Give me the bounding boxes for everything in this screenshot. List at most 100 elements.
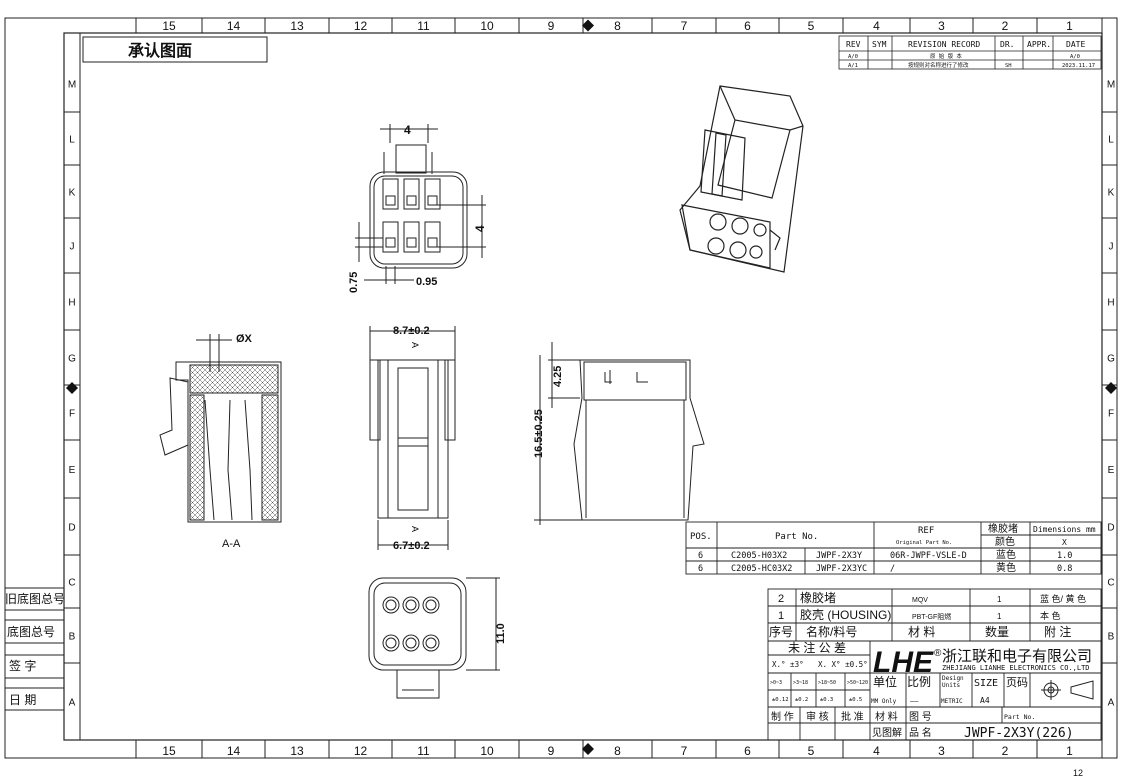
bom-header-mat: 材 料 bbox=[908, 625, 935, 639]
section-view bbox=[159, 334, 282, 523]
parts-header-ref: REF bbox=[918, 526, 934, 536]
grid-row-label: L bbox=[69, 135, 75, 146]
see-label: 见图解 bbox=[872, 726, 902, 739]
grid-row-label: G bbox=[68, 354, 76, 365]
top-view bbox=[534, 342, 705, 525]
rev-row2-rev: A/1 bbox=[848, 63, 858, 69]
bom-cell: 胶壳 (HOUSING) bbox=[800, 607, 891, 622]
rev-header-sym: SYM bbox=[872, 40, 887, 49]
revision-table bbox=[838, 35, 1102, 70]
side-label-base: 底图总号 bbox=[7, 624, 55, 639]
rev-header-appr: APPR. bbox=[1027, 40, 1051, 49]
tol-range: >50~120 bbox=[847, 680, 868, 686]
rev-header-record: REVISION RECORD bbox=[908, 40, 980, 49]
grid-row-label: K bbox=[1108, 188, 1115, 199]
bom-cell: 1 bbox=[997, 595, 1002, 604]
tol-range: >3~18 bbox=[793, 680, 808, 686]
rear-view bbox=[368, 577, 500, 699]
grid-col-label: 11 bbox=[417, 744, 430, 758]
scale-dash: —— bbox=[910, 697, 919, 705]
grid-col-label: 4 bbox=[873, 744, 880, 758]
grid-col-label: 1 bbox=[1066, 19, 1073, 33]
grid-col-label: 6 bbox=[744, 19, 751, 33]
side-label-old-base: 旧底图总号 bbox=[5, 591, 65, 606]
company-logo: LHE bbox=[873, 646, 934, 679]
grid-col-label: 13 bbox=[290, 744, 304, 758]
dim-h425: 4.25 bbox=[552, 366, 564, 387]
tol-value: ±0.3 bbox=[820, 697, 833, 703]
grid-col-label: 10 bbox=[480, 19, 494, 33]
sign-approve: 批 准 bbox=[841, 710, 864, 723]
tol-title: 未 注 公 差 bbox=[788, 640, 846, 655]
dim-phi: ØX bbox=[236, 333, 253, 345]
parts-table bbox=[685, 521, 1102, 575]
tol-value: ±0.12 bbox=[772, 697, 789, 703]
rev-row2-date: 2023.11.17 bbox=[1062, 63, 1095, 69]
tol-range: >0~3 bbox=[770, 680, 782, 686]
section-mark-bottom: A bbox=[410, 526, 420, 532]
sign-review: 审 核 bbox=[806, 710, 829, 723]
logo-registered: ® bbox=[934, 648, 942, 659]
grid-row-label: A bbox=[69, 698, 76, 709]
grid-col-label: 3 bbox=[938, 744, 945, 758]
grid-col-label: 5 bbox=[808, 19, 815, 33]
side-view bbox=[369, 326, 456, 550]
rev-header-rev: REV bbox=[846, 40, 861, 49]
isometric-view bbox=[679, 85, 804, 273]
rev-header-date: DATE bbox=[1066, 40, 1085, 49]
center-mark-icon bbox=[582, 743, 594, 755]
bom-table bbox=[767, 588, 1102, 642]
mm-only: MM Only bbox=[871, 698, 897, 705]
tolerance-grid: >0~3>3~18>18~50>50~120±0.12±0.2±0.3±0.5 bbox=[770, 680, 868, 703]
center-mark-icon bbox=[1105, 382, 1117, 394]
bom-cell: 本 色 bbox=[1040, 610, 1061, 621]
bom-cell: PBT-GF阻燃 bbox=[912, 612, 951, 621]
grid-col-label: 11 bbox=[417, 19, 430, 33]
grid-col-label: 2 bbox=[1002, 19, 1009, 33]
part-name: JWPF-2X3Y(226) bbox=[964, 726, 1074, 741]
drawing-no-label: 图 号 bbox=[909, 711, 932, 723]
section-label: A-A bbox=[222, 538, 241, 550]
grid-row-label: J bbox=[1109, 242, 1114, 253]
dim-top-pitch: 4 bbox=[404, 123, 411, 137]
front-view bbox=[355, 124, 486, 284]
dim-h110: 11.0 bbox=[495, 623, 507, 644]
bom-cell: MQV bbox=[912, 597, 928, 604]
grid-col-label: 13 bbox=[290, 19, 304, 33]
grid-col-label: 7 bbox=[681, 744, 688, 758]
grid-col-label: 8 bbox=[614, 19, 621, 33]
bom-cell: 1 bbox=[997, 612, 1002, 621]
grid-row-label: J bbox=[70, 242, 75, 253]
grid-row-label: M bbox=[1107, 80, 1115, 91]
title-box bbox=[82, 36, 268, 63]
grid-col-label: 3 bbox=[938, 19, 945, 33]
parts-cell: 黄色 bbox=[996, 561, 1016, 574]
dim-h165: 16.5±0.25 bbox=[533, 409, 545, 458]
grid-col-label: 7 bbox=[681, 19, 688, 33]
bom-cell: 2 bbox=[778, 593, 784, 605]
grid-row-label: H bbox=[68, 298, 75, 309]
grid-col-label: 9 bbox=[548, 744, 555, 758]
grid-row-label: D bbox=[1107, 523, 1114, 534]
tol-value: ±0.2 bbox=[795, 697, 808, 703]
grid-col-label: 1 bbox=[1066, 744, 1073, 758]
grid-row-label: C bbox=[68, 578, 75, 589]
rev-row1-record: 原 始 版 本 bbox=[930, 52, 962, 60]
size-value: A4 bbox=[980, 696, 990, 705]
bom-cell: 蓝 色/ 黄 色 bbox=[1040, 593, 1086, 604]
unit-label: 单位 bbox=[873, 674, 897, 689]
dim-width-top: 8.7±0.2 bbox=[393, 325, 430, 337]
parts-header-dim: Dimensions mm bbox=[1033, 525, 1096, 534]
parts-header-pos: POS. bbox=[690, 532, 712, 542]
parts-header-dim-sub: X bbox=[1062, 538, 1067, 547]
material-label: 材 料 bbox=[875, 710, 898, 723]
grid-col-label: 14 bbox=[227, 19, 241, 33]
design-units-label-2: Units bbox=[942, 682, 960, 689]
page-number: 12 bbox=[1073, 768, 1083, 778]
grid-col-label: 9 bbox=[548, 19, 555, 33]
grid-row-label: B bbox=[1108, 632, 1115, 643]
side-label-date: 日 期 bbox=[9, 693, 36, 707]
grid-col-label: 12 bbox=[354, 744, 368, 758]
grid-col-label: 12 bbox=[354, 19, 368, 33]
